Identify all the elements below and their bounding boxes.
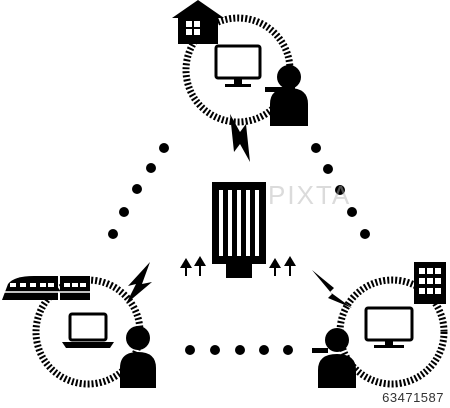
person-icon (120, 326, 156, 388)
tree-icon (180, 256, 296, 276)
home-node (172, 0, 308, 126)
lightning-bolt-icon (126, 262, 152, 304)
apartment-building-icon (414, 262, 446, 304)
lightning-bolt-icon (230, 114, 250, 162)
mobile-node (2, 276, 156, 388)
desktop-monitor-icon (364, 306, 414, 348)
center-watermark: PIXTA (268, 180, 351, 210)
person-icon (312, 328, 356, 388)
satellite-office-node (312, 262, 448, 388)
desktop-monitor-icon (214, 44, 262, 87)
person-icon (265, 65, 308, 126)
dotted-link-left (108, 143, 169, 239)
watermark-footer: 63471587 (0, 388, 450, 408)
train-icon (2, 276, 90, 300)
dotted-link-bottom (185, 345, 293, 355)
office-building-icon (212, 182, 266, 278)
image-id-text: 63471587 (382, 390, 444, 405)
satellite-node-dashed-ring (336, 276, 448, 388)
laptop-icon (62, 312, 114, 348)
dotted-link-right (311, 143, 370, 239)
house-icon (172, 0, 224, 44)
lightning-bolt-icon (312, 270, 352, 308)
